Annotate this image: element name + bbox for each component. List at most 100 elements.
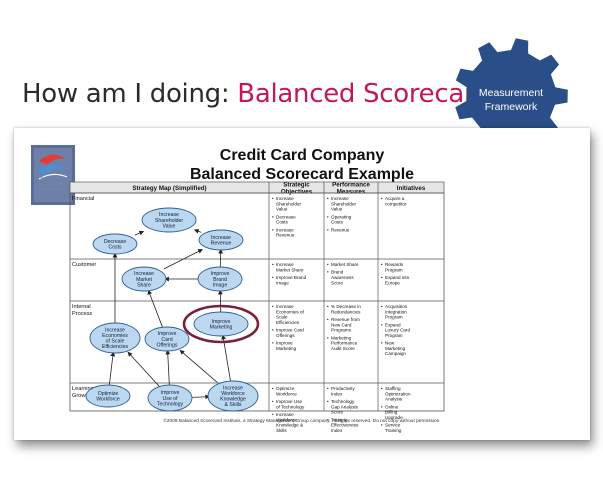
cell-text: Rewards [385,262,404,267]
map-arrow [165,349,171,387]
cell-text: Service [385,423,401,428]
map-node-workforce [85,384,131,408]
cell-text: Increase [276,412,294,417]
cell-text: Programs [331,328,352,333]
bullet-dot: • [272,399,274,404]
cell-text: Index [331,391,343,396]
map-node-label: Efficiencies [102,344,129,350]
cell-text: Brand [331,270,344,275]
bullet-dot: • [381,304,383,309]
cell-text: Integration [385,309,407,314]
card-title-line1: Credit Card Company [219,147,385,164]
cell-text: Europe [385,280,400,285]
bullet-dot: • [327,262,329,267]
header-row [69,181,445,194]
cell-text: Marketing [331,335,352,340]
cell-text: Analysis [385,397,403,402]
map-node-label: Value [163,223,176,229]
map-arrow [127,351,160,387]
gear-icon [455,38,568,153]
cell-text: Costs [276,220,288,225]
map-node-shareholder [141,207,197,233]
cell-text: Costs [331,220,343,225]
map-node-label: Share [137,282,151,288]
map-node-label: Offerings [157,342,178,348]
map-node-offerings [144,326,190,352]
cell-text: Acquisition [385,304,408,309]
map-node-revenue [198,229,244,251]
bullet-dot: • [381,262,383,267]
bullet-dot: • [327,386,329,391]
map-node-marketing [193,311,249,337]
map-node-label: Marketing [210,325,233,331]
map-node-label: Use of [163,396,179,402]
cell-text: Expand into [385,275,410,280]
bullet-dot: • [272,262,274,267]
bullet-dot: • [272,227,274,232]
scorecard-card: BALANCED SCORECARD INSTITUTE Credit Card… [14,128,590,440]
bullet-dot: • [381,322,383,327]
cell-text: Acquire a [385,196,405,201]
map-arrow [163,249,203,270]
cell-text: Awareness [331,275,354,280]
cell-text: Increase [276,227,294,232]
cell-text: Market Share [276,267,304,272]
cell-text: Upgrade [385,415,403,420]
cell-text: Offerings [276,333,295,338]
cell-text: Optimize [276,386,295,391]
cell-text: Program [385,315,403,320]
cell-text: Score [331,280,343,285]
cell-text: Redundancies [331,309,361,314]
slide-title-accent: Balanced Scorecard [237,79,491,109]
column-header: Objectives [281,189,313,196]
bullet-dot: • [381,423,383,428]
bsi-logo-line: INSTITUTE [40,186,68,192]
bullet-dot: • [327,214,329,219]
bullet-dot: • [272,412,274,417]
cell-text: Gap Analysis [331,404,359,409]
cell-text: Revenue [276,233,295,238]
bullet-dot: • [381,275,383,280]
cell-text: of Technology [276,404,305,409]
map-arrow [193,229,202,234]
bullet-dot: • [327,270,329,275]
cell-text: Marketing [276,346,297,351]
map-arrow [217,289,223,314]
bullet-dot: • [327,227,329,232]
map-node-label: Increase [105,327,125,333]
map-node-label: Improve [212,319,231,325]
cell-text: Expand [385,322,401,327]
cell-text: Program [385,267,403,272]
map-node-label: Improve [161,390,180,396]
map-node-label: Economies [102,333,128,339]
cell-text: Marketing [385,346,406,351]
bullet-dot: • [327,196,329,201]
map-node-label: Knowledge [220,397,246,403]
card-title: Credit Card Company Balanced Scorecard E… [14,146,590,184]
column-header: Measures [337,189,366,196]
cell-text: Efficiencies [276,320,300,325]
cell-text: Increase [276,304,294,309]
gear-label: Measurement Framework [452,86,570,114]
column-header: Initiatives [397,185,426,192]
cell-text: Image [276,280,289,285]
map-node-label: Card [161,337,172,343]
highlight-ring [182,304,260,344]
cell-text: New Card [331,322,352,327]
bullet-dot: • [327,304,329,309]
slide-title: How am I doing: Balanced Scorecard [22,79,490,109]
perspective-label: Internal [72,304,91,310]
bullet-dot: • [272,304,274,309]
map-arrow [179,349,218,383]
cell-text: Audit Score [331,346,355,351]
map-arrow [221,334,232,383]
cell-text: Productivity [331,386,355,391]
perspective-label: Process [72,311,92,317]
cell-text: Online [385,404,399,409]
bullet-dot: • [272,196,274,201]
bullet-dot: • [272,341,274,346]
bullet-dot: • [272,214,274,219]
cell-text: Training [331,417,348,422]
column-header: Performance [332,182,370,189]
cell-text: Improve Card [276,328,304,333]
